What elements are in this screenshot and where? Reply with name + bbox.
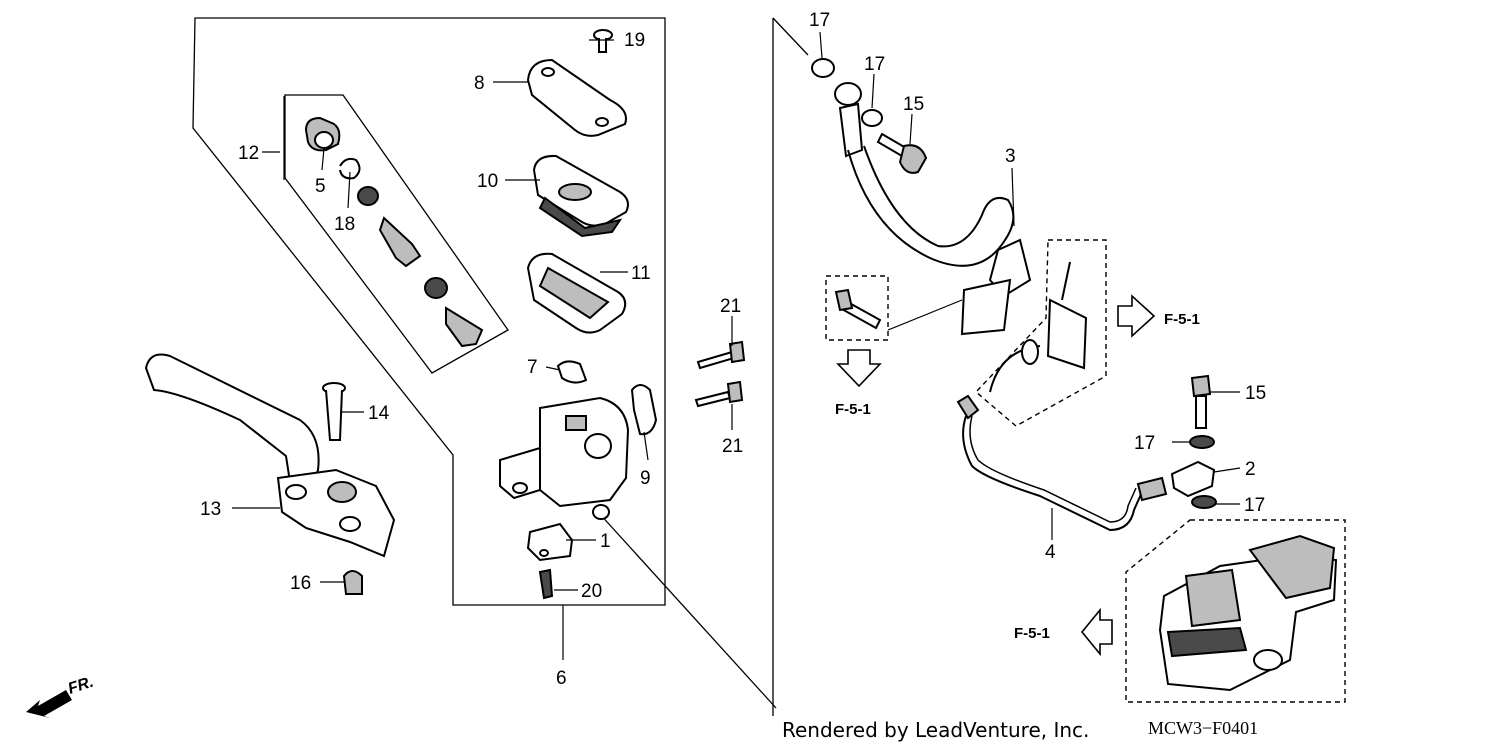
left-arrow-c: [1080, 607, 1113, 657]
callout-4: 4: [1045, 542, 1056, 563]
brake-lever: [144, 353, 396, 558]
callout-1: 1: [600, 531, 611, 552]
callout-5: 5: [315, 176, 326, 197]
screw-19: [593, 29, 613, 53]
bolt-detail-box: [825, 275, 889, 341]
washer-17c: [1189, 435, 1215, 449]
callout-17d: 17: [1244, 495, 1265, 516]
callout-11: 11: [631, 263, 651, 284]
screw-20: [538, 568, 554, 600]
pivot-bolt-14: [322, 382, 346, 441]
front-direction-label: FR.: [66, 674, 96, 698]
callout-14: 14: [368, 403, 390, 424]
callout-13: 13: [200, 499, 221, 520]
master-cylinder-body: [499, 396, 630, 520]
callout-17a: 17: [809, 10, 830, 31]
callout-17c: 17: [1134, 433, 1155, 454]
diagonal-divider: [597, 511, 777, 709]
callout-15a: 15: [903, 94, 924, 115]
callout-12: 12: [238, 143, 259, 164]
nut-16: [342, 570, 363, 595]
bolt-21a: [696, 340, 746, 370]
reference-f-5-1-bolt: F-5-1: [835, 401, 871, 418]
hose-section-divider: [772, 17, 809, 716]
piston-set-outline: [284, 94, 509, 374]
bolt-detail: [834, 288, 882, 330]
brake-pipe: [956, 394, 1168, 532]
callout-6: 6: [556, 668, 567, 689]
bolt-leader: [887, 299, 963, 331]
callout-16: 16: [290, 573, 311, 594]
reservoir-cap: [526, 58, 627, 137]
front-direction-arrow: [26, 690, 72, 718]
master-cylinder-group-outline: [192, 17, 666, 606]
callout-7: 7: [527, 357, 538, 378]
right-arrow-a: [1117, 294, 1156, 338]
callout-2: 2: [1245, 459, 1256, 480]
bolt-15b: [1190, 374, 1212, 429]
callout-3: 3: [1005, 146, 1016, 167]
callout-20: 20: [581, 581, 602, 602]
joint-2: [1170, 460, 1216, 498]
callout-19: 19: [624, 30, 645, 51]
bolt-21b: [694, 380, 744, 408]
clip-7: [556, 360, 588, 384]
callout-15b: 15: [1245, 383, 1266, 404]
modulator-detail-box: [974, 239, 1107, 427]
abs-unit: [1158, 534, 1338, 692]
callout-21b: 21: [722, 436, 743, 457]
callout-21a: 21: [720, 296, 741, 317]
reference-f-5-1-abs: F-5-1: [1014, 625, 1050, 642]
abs-unit-box: [1125, 519, 1346, 703]
callout-8: 8: [474, 73, 485, 94]
diaphragm: [526, 252, 627, 334]
brake-switch: [526, 522, 574, 562]
render-credit: Rendered by LeadVenture, Inc.: [782, 718, 1090, 742]
down-arrow: [836, 349, 882, 388]
callout-18: 18: [334, 214, 355, 235]
washer-17d: [1191, 495, 1217, 509]
brake-hose: [811, 58, 1032, 336]
callout-17b: 17: [864, 54, 885, 75]
diaphragm-plate: [532, 154, 629, 238]
diagram-code: MCW3−F0401: [1148, 718, 1259, 738]
leader-lines: [232, 31, 1241, 660]
callout-10: 10: [477, 171, 498, 192]
modulator-fitting: [989, 261, 1088, 393]
bolt-15a: [876, 132, 928, 174]
piston-parts: [304, 116, 484, 348]
boot-9: [630, 384, 658, 436]
reference-f-5-1-hose: F-5-1: [1164, 311, 1200, 328]
callout-9: 9: [640, 468, 651, 489]
